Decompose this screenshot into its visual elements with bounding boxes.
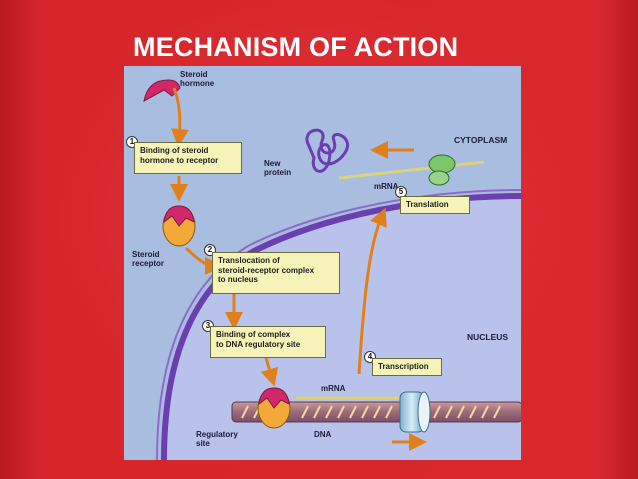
dna-label: DNA	[314, 430, 332, 439]
steroid-hormone-label: Steroid hormone	[180, 70, 215, 88]
dna-strand	[231, 401, 521, 423]
step-2-box: Translocation of steroid-receptor comple…	[212, 252, 340, 294]
step-4-box: Transcription	[372, 358, 442, 376]
mrna-label-cytoplasm: mRNA	[374, 182, 399, 191]
bound-receptor-icon	[257, 387, 291, 429]
slide-title: MECHANISM OF ACTION	[133, 32, 459, 62]
new-protein-label: New protein	[264, 159, 292, 177]
step-1-box: Binding of steroid hormone to receptor	[134, 142, 242, 174]
ribosome-icon	[428, 154, 456, 186]
steroid-receptor-label: Steroid receptor	[132, 250, 165, 268]
steroid-receptor-icon	[162, 205, 196, 247]
step-5-box: Translation	[400, 196, 470, 214]
nucleus-label: NUCLEUS	[467, 332, 509, 342]
mrna-strand-cytoplasm	[338, 160, 485, 180]
mrna-label-nucleus: mRNA	[321, 384, 346, 393]
steroid-mechanism-diagram: Steroid hormone New protein CYTOPLASM mR…	[124, 66, 521, 460]
steroid-hormone-icon	[143, 79, 181, 102]
rna-polymerase-icon	[399, 391, 431, 433]
step-3-box: Binding of complex to DNA regulatory sit…	[210, 326, 326, 358]
regulatory-site-label: Regulatory site	[196, 430, 238, 448]
new-protein-icon	[305, 128, 350, 173]
cytoplasm-label: CYTOPLASM	[454, 135, 508, 145]
